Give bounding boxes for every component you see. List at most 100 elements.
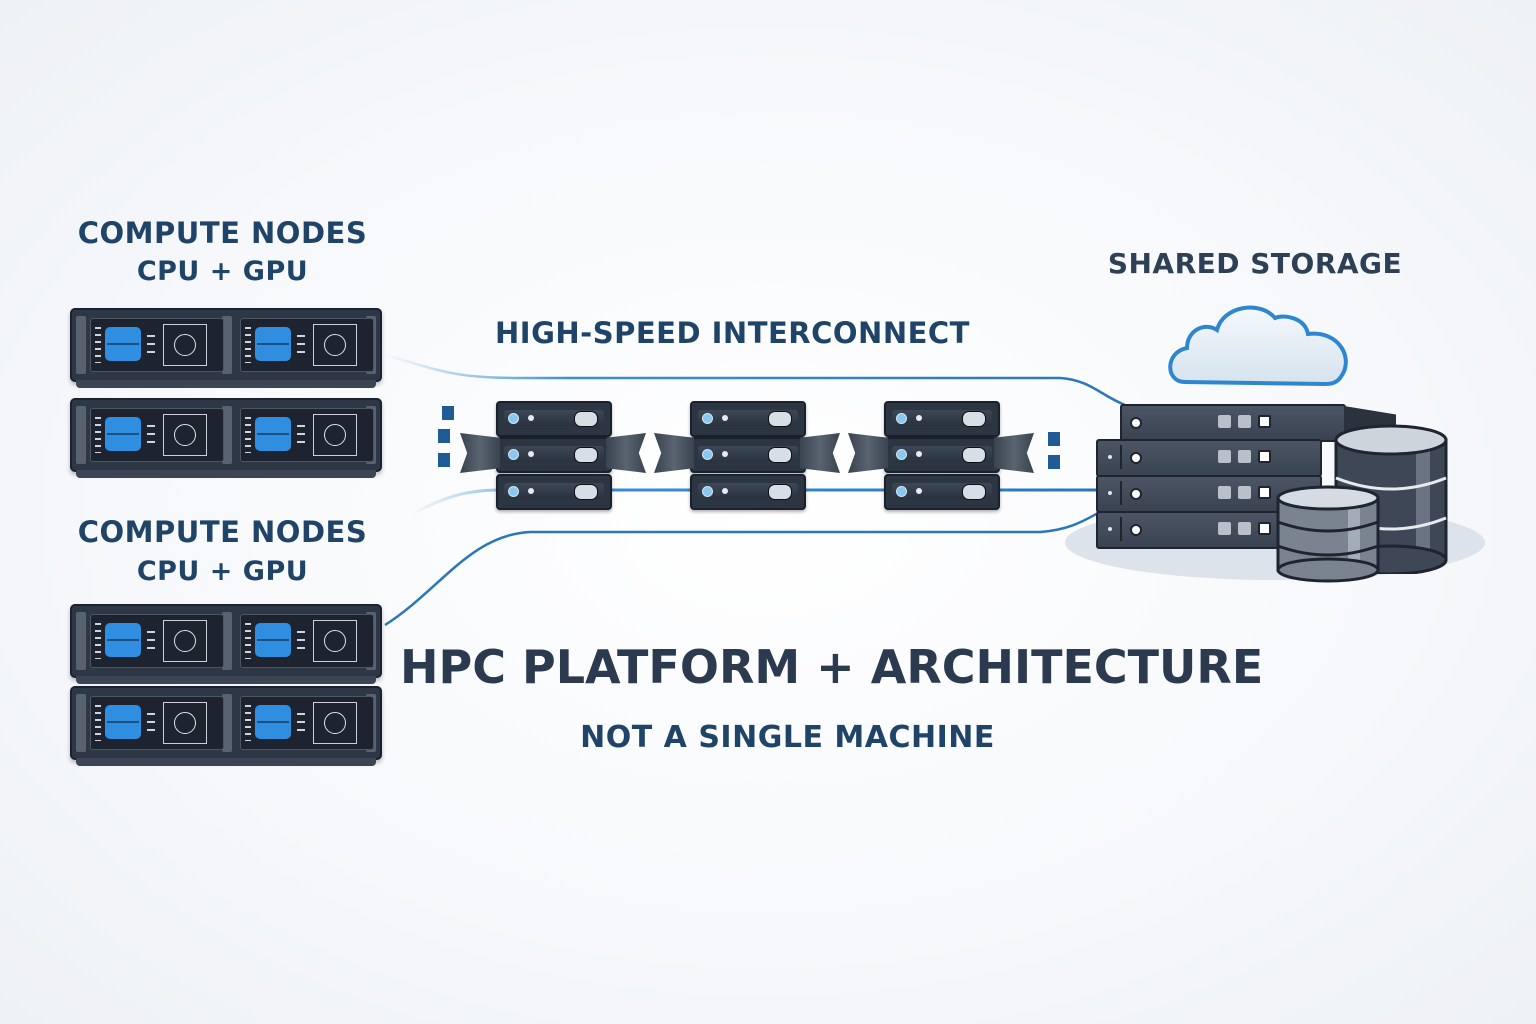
- gpu-bay: [90, 614, 224, 668]
- compute-group-2-title: COMPUTE NODES: [77, 515, 368, 549]
- drive-bay-icon: [1258, 415, 1271, 428]
- node-handle: [76, 406, 86, 464]
- fan-icon: [313, 324, 357, 366]
- fan-icon: [313, 702, 357, 744]
- database-icon: [1334, 424, 1448, 574]
- compute-group-2-subtitle: CPU + GPU: [136, 556, 309, 587]
- vent-icon: [95, 327, 101, 363]
- vent-icon: [95, 417, 101, 453]
- storage-server: [1120, 404, 1346, 442]
- port-icon: [768, 411, 792, 427]
- node-base: [76, 758, 376, 766]
- compute-node: [70, 398, 382, 478]
- drive-bay-icon: [1238, 450, 1251, 463]
- node-divider: [222, 694, 232, 752]
- vent-icon: [297, 335, 305, 355]
- vent-icon: [297, 425, 305, 445]
- status-led-icon: [702, 486, 713, 497]
- fan-icon: [163, 620, 207, 662]
- drive-bay-icon: [1238, 522, 1251, 535]
- network-switch: [884, 437, 1000, 473]
- storage-server: [1096, 439, 1322, 477]
- node-base: [76, 676, 376, 684]
- network-switch: [496, 474, 612, 510]
- status-led-icon: [508, 413, 519, 424]
- node-handle: [76, 612, 86, 670]
- fan-icon: [163, 414, 207, 456]
- port-icon: [962, 484, 986, 500]
- drive-bay-icon: [1218, 522, 1231, 535]
- network-switch: [884, 401, 1000, 437]
- compute-node: [70, 686, 382, 766]
- drive-bay-icon: [1218, 450, 1231, 463]
- wire: [384, 510, 1101, 627]
- drive-bay-icon: [1258, 522, 1271, 535]
- node-divider: [222, 406, 232, 464]
- compute-node: [70, 604, 382, 684]
- indicator-dot: [916, 451, 922, 457]
- indicator-dot: [722, 451, 728, 457]
- indicator-dot: [528, 415, 534, 421]
- gpu-chip-icon: [105, 417, 141, 451]
- power-button-icon: [1130, 452, 1142, 464]
- indicator-dot: [1108, 527, 1112, 531]
- gpu-chip-icon: [105, 705, 141, 739]
- power-button-icon: [1130, 524, 1142, 536]
- node-handle: [76, 316, 86, 374]
- vent-icon: [147, 713, 155, 733]
- gpu-bay: [90, 696, 224, 750]
- indicator-dot: [916, 488, 922, 494]
- status-led-icon: [896, 486, 907, 497]
- gpu-chip-icon: [105, 623, 141, 657]
- status-led-icon: [508, 449, 519, 460]
- indicator-dot: [1108, 491, 1112, 495]
- gpu-chip-icon: [255, 417, 291, 451]
- vent-icon: [95, 705, 101, 741]
- port-icon: [574, 484, 598, 500]
- vent-icon: [95, 623, 101, 659]
- node-divider: [222, 612, 232, 670]
- gpu-chip-icon: [255, 623, 291, 657]
- compute-group-1-title: COMPUTE NODES: [77, 216, 368, 250]
- vent-icon: [245, 623, 251, 659]
- indicator-dot: [528, 488, 534, 494]
- fan-icon: [313, 414, 357, 456]
- interconnect-title: HIGH-SPEED INTERCONNECT: [495, 316, 970, 350]
- gpu-chip-icon: [105, 327, 141, 361]
- network-switch: [496, 401, 612, 437]
- port-icon: [768, 484, 792, 500]
- port-icon: [962, 411, 986, 427]
- node-divider: [222, 316, 232, 374]
- diagram-subtitle: NOT A SINGLE MACHINE: [580, 720, 995, 755]
- drive-bay-icon: [1238, 486, 1251, 499]
- vent-icon: [147, 631, 155, 651]
- fan-icon: [163, 702, 207, 744]
- vent-icon: [245, 705, 251, 741]
- gpu-bay: [90, 318, 224, 372]
- cloud-icon: [1168, 305, 1348, 387]
- status-led-icon: [508, 486, 519, 497]
- status-led-icon: [702, 413, 713, 424]
- indicator-dot: [722, 415, 728, 421]
- drive-bay-icon: [1218, 415, 1231, 428]
- drive-bay-icon: [1218, 486, 1231, 499]
- port-icon: [574, 411, 598, 427]
- node-handle: [76, 694, 86, 752]
- status-led-icon: [896, 449, 907, 460]
- drive-bay-icon: [1238, 415, 1251, 428]
- gpu-bay: [90, 408, 224, 462]
- database-icon: [1276, 485, 1380, 583]
- fan-icon: [313, 620, 357, 662]
- gpu-bay: [240, 696, 374, 750]
- port-icon: [962, 447, 986, 463]
- fan-icon: [163, 324, 207, 366]
- vent-icon: [245, 327, 251, 363]
- compute-group-1-subtitle: CPU + GPU: [136, 256, 309, 287]
- network-switch: [690, 401, 806, 437]
- indicator-dot: [1108, 455, 1112, 459]
- gpu-chip-icon: [255, 705, 291, 739]
- storage-title: SHARED STORAGE: [1107, 247, 1403, 280]
- network-switch: [496, 437, 612, 473]
- server-handle: [1120, 517, 1122, 541]
- indicator-dot: [528, 451, 534, 457]
